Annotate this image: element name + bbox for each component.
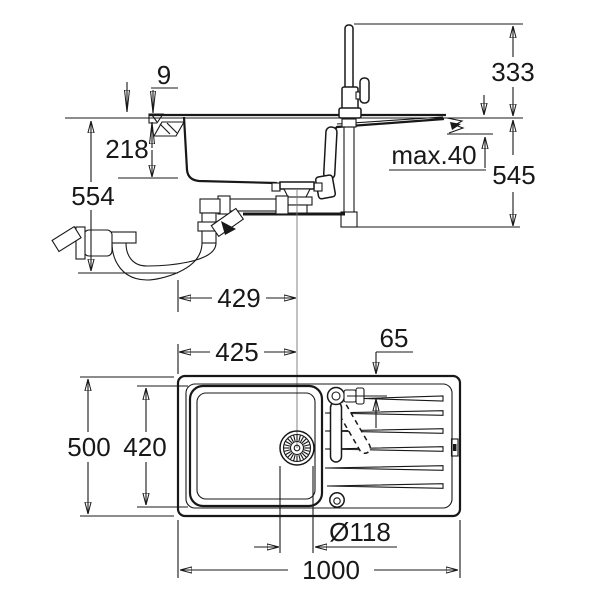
dim-label-425: 425 xyxy=(215,337,258,367)
dim-label-max40: max.40 xyxy=(391,140,476,170)
dim-label-218: 218 xyxy=(105,134,148,164)
dim-label-65: 65 xyxy=(380,323,409,353)
dim-overall-width-500: 500 xyxy=(67,376,174,517)
faucet-hole xyxy=(326,386,346,406)
dim-drain-offset-429: 429 xyxy=(177,280,296,313)
dim-overall-length-1000: 1000 xyxy=(177,520,461,585)
drainboard-grooves xyxy=(324,395,444,489)
faucet-plan xyxy=(326,386,371,463)
dim-label-9: 9 xyxy=(157,60,171,90)
faucet-spout-pipe xyxy=(344,24,354,92)
accessory-hole xyxy=(329,492,345,508)
dim-drain-diameter-118: Ø118 xyxy=(254,466,397,553)
drain-spokes xyxy=(283,434,311,462)
trap-u-bend-inner xyxy=(125,242,217,267)
dim-label-500: 500 xyxy=(67,432,110,462)
dim-bowl-width-420: 420 xyxy=(123,385,188,508)
dim-drain-from-left-425: 425 xyxy=(177,337,296,374)
faucet-handle xyxy=(359,77,370,104)
dim-label-1000: 1000 xyxy=(302,555,360,585)
trap-u-bend-outer xyxy=(111,242,203,281)
plan-view: 425 65 500 420 Ø118 xyxy=(67,323,462,585)
bowl-outer-plan xyxy=(188,384,324,508)
dim-faucet-offset-65: 65 xyxy=(347,323,413,428)
bowl-inner-plan xyxy=(196,392,316,500)
dim-label-429: 429 xyxy=(217,283,260,313)
dim-bowl-depth-218: 218 xyxy=(105,122,178,179)
sink-inner-outline xyxy=(185,383,453,509)
dim-label-554: 554 xyxy=(71,181,114,211)
trap-outlet-flange xyxy=(75,226,86,260)
rod-foot xyxy=(340,211,358,228)
faucet-side xyxy=(338,24,370,119)
threaded-rod xyxy=(343,126,355,214)
side-view: 9 218 554 429 333 545 xyxy=(51,23,536,448)
strainer-flange xyxy=(279,181,315,190)
mounting-collar xyxy=(341,118,357,128)
faucet-base xyxy=(338,107,362,119)
dim-counter-max40: max.40 xyxy=(389,95,486,171)
dim-label-545: 545 xyxy=(492,160,535,190)
outlet-stub xyxy=(51,225,82,253)
dim-label-333: 333 xyxy=(491,57,534,87)
rim-end-cap xyxy=(148,113,165,124)
dim-rim-9: 9 xyxy=(127,60,178,113)
dim-label-118: Ø118 xyxy=(329,517,391,547)
faucet-spout-plan xyxy=(329,401,343,463)
overflow-slot xyxy=(450,438,459,457)
p-trap xyxy=(51,195,289,281)
dim-depth-left-554: 554 xyxy=(71,121,115,271)
sink-outline-plan xyxy=(176,374,462,518)
dim-depth-right-545: 545 xyxy=(492,120,536,226)
right-mounting-clip xyxy=(446,117,493,135)
pullout-hose xyxy=(322,126,338,180)
dim-faucet-height-333: 333 xyxy=(354,23,535,116)
trap-outlet-elbow xyxy=(83,229,113,257)
faucet-mounting-under-counter xyxy=(314,118,358,228)
drain-strainer xyxy=(279,430,315,466)
dim-label-420: 420 xyxy=(123,432,166,462)
left-mounting-clip xyxy=(153,121,185,137)
